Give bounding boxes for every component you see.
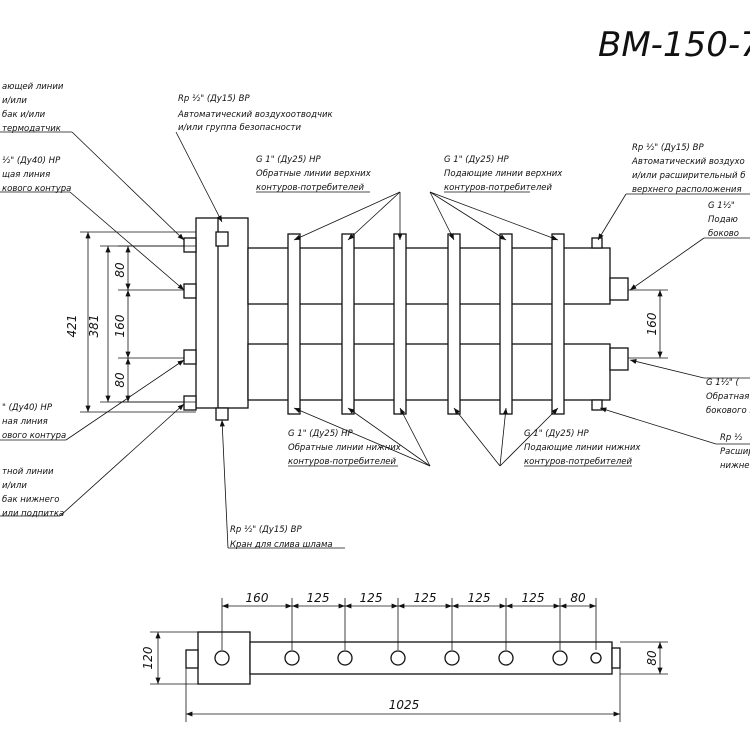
plan-outlet-4 bbox=[444, 650, 460, 666]
label-upper-left-2: щая линия bbox=[2, 170, 50, 180]
drain-port bbox=[215, 407, 229, 421]
label-top-right-2: Автоматический воздухо bbox=[631, 157, 745, 167]
right-port-upper bbox=[609, 277, 629, 301]
dim-160-right: 160 bbox=[645, 312, 659, 335]
dim-plan-125-3: 125 bbox=[414, 591, 437, 605]
left-port-2 bbox=[183, 283, 197, 299]
left-port-3 bbox=[183, 349, 197, 365]
label-upper-ret-2: Обратные линии верхних bbox=[256, 169, 372, 179]
label-drain-1: Rp ½" (Ду15) ВР bbox=[230, 525, 303, 535]
label-upper-ret-3: контуров-потребителей bbox=[256, 183, 364, 193]
dim-160-left: 160 bbox=[113, 314, 127, 337]
left-port-4 bbox=[183, 395, 197, 411]
plan-outlet-2 bbox=[337, 650, 353, 666]
label-upper-sup-3: контуров-потребителей bbox=[444, 183, 552, 193]
label-drain-2: Кран для слива шлама bbox=[230, 540, 333, 550]
label-lower-left-2: ная линия bbox=[2, 417, 48, 427]
plan-outlet-1 bbox=[284, 650, 300, 666]
separator-plan-port bbox=[214, 650, 230, 666]
label-top-center-3: и/или группа безопасности bbox=[178, 123, 302, 133]
label-right-upper-2: Подаю bbox=[708, 215, 738, 225]
dim-plan-125-4: 125 bbox=[468, 591, 491, 605]
label-top-left-2: и/или bbox=[2, 96, 27, 106]
dim-80-top: 80 bbox=[113, 262, 127, 278]
dim-plan-160: 160 bbox=[246, 591, 269, 605]
dim-plan-125-1: 125 bbox=[307, 591, 330, 605]
label-upper-left-1: ½" (Ду40) НР bbox=[2, 156, 61, 166]
right-bottom-vent bbox=[591, 399, 603, 411]
plan-left-stub bbox=[185, 649, 199, 669]
collector-front-view bbox=[183, 217, 629, 421]
dim-plan-80: 80 bbox=[570, 591, 586, 605]
label-top-left-1: ающей линии bbox=[2, 82, 64, 92]
label-top-left-4: термодатчик bbox=[2, 124, 62, 134]
dim-80-bottom: 80 bbox=[113, 372, 127, 388]
label-top-left-3: бак и/или bbox=[2, 110, 46, 120]
plan-outlet-5 bbox=[498, 650, 514, 666]
separator-body bbox=[195, 217, 249, 409]
plan-right-stub bbox=[611, 647, 621, 669]
label-right-lower-3: бокового к bbox=[706, 406, 750, 416]
label-bottom-left-3: бак нижнего bbox=[2, 495, 59, 505]
leaders bbox=[0, 131, 750, 549]
dim-plan-1025: 1025 bbox=[389, 698, 420, 712]
label-right-upper-1: G 1½" bbox=[708, 201, 735, 211]
label-upper-sup-2: Подающие линии верхних bbox=[444, 169, 563, 179]
dim-plan-120: 120 bbox=[141, 646, 155, 669]
upper-manifold bbox=[247, 247, 611, 305]
dim-421: 421 bbox=[65, 315, 79, 338]
label-right-bottom-2: Расшир bbox=[720, 447, 750, 457]
dim-381: 381 bbox=[87, 315, 101, 338]
label-lower-sup-3: контуров-потребителей bbox=[524, 457, 632, 467]
dim-plan-125-2: 125 bbox=[360, 591, 383, 605]
plan-outlet-6 bbox=[552, 650, 568, 666]
label-upper-sup-1: G 1" (Ду25) НР bbox=[444, 155, 510, 165]
label-right-bottom-3: нижне bbox=[720, 461, 750, 471]
manifold-plan bbox=[249, 641, 613, 675]
dim-plan-125-5: 125 bbox=[522, 591, 545, 605]
label-lower-sup-2: Подающие линии нижних bbox=[524, 443, 641, 453]
label-top-center-2: Автоматический воздухоотводчик bbox=[177, 110, 334, 120]
collector-top-view bbox=[185, 631, 621, 685]
label-upper-left-3: кового контура bbox=[2, 184, 71, 194]
label-lower-sup-1: G 1" (Ду25) НР bbox=[524, 429, 590, 439]
label-lower-ret-1: G 1" (Ду25) НР bbox=[288, 429, 354, 439]
top-air-vent-port bbox=[215, 231, 229, 247]
label-right-lower-2: Обратная bbox=[706, 392, 749, 402]
label-bottom-left-2: и/или bbox=[2, 481, 27, 491]
label-bottom-left-1: тной линии bbox=[2, 467, 54, 477]
label-top-right-3: и/или расширительный б bbox=[632, 171, 745, 181]
model-title: BM-150-7 bbox=[598, 25, 750, 65]
label-right-upper-3: боково bbox=[708, 229, 739, 239]
right-port-lower bbox=[609, 347, 629, 371]
label-lower-left-1: " (Ду40) НР bbox=[2, 403, 53, 413]
lower-manifold bbox=[247, 343, 611, 401]
left-port-1 bbox=[183, 237, 197, 253]
label-lower-left-3: ового контура bbox=[2, 431, 66, 441]
dim-plan-80-right: 80 bbox=[645, 650, 659, 666]
dimensions-top-view bbox=[150, 598, 668, 722]
label-bottom-left-4: или подпитка bbox=[2, 509, 64, 519]
label-top-center-1: Rp ½" (Ду15) ВР bbox=[178, 94, 251, 104]
label-upper-ret-1: G 1" (Ду25) НР bbox=[256, 155, 322, 165]
label-top-right-4: верхнего расположения bbox=[632, 185, 742, 195]
label-lower-ret-3: контуров-потребителей bbox=[288, 457, 396, 467]
separator-plan bbox=[197, 631, 251, 685]
label-right-bottom-1: Rp ½ bbox=[720, 433, 743, 443]
label-lower-ret-2: Обратные линии нижних bbox=[288, 443, 402, 453]
plan-outlet-vent bbox=[590, 652, 602, 664]
right-top-vent bbox=[591, 237, 603, 249]
plan-outlet-3 bbox=[390, 650, 406, 666]
label-right-lower-1: G 1½" ( bbox=[706, 378, 740, 388]
label-top-right-1: Rp ½" (Ду15) ВР bbox=[632, 143, 705, 153]
dimensions-front bbox=[80, 231, 668, 413]
